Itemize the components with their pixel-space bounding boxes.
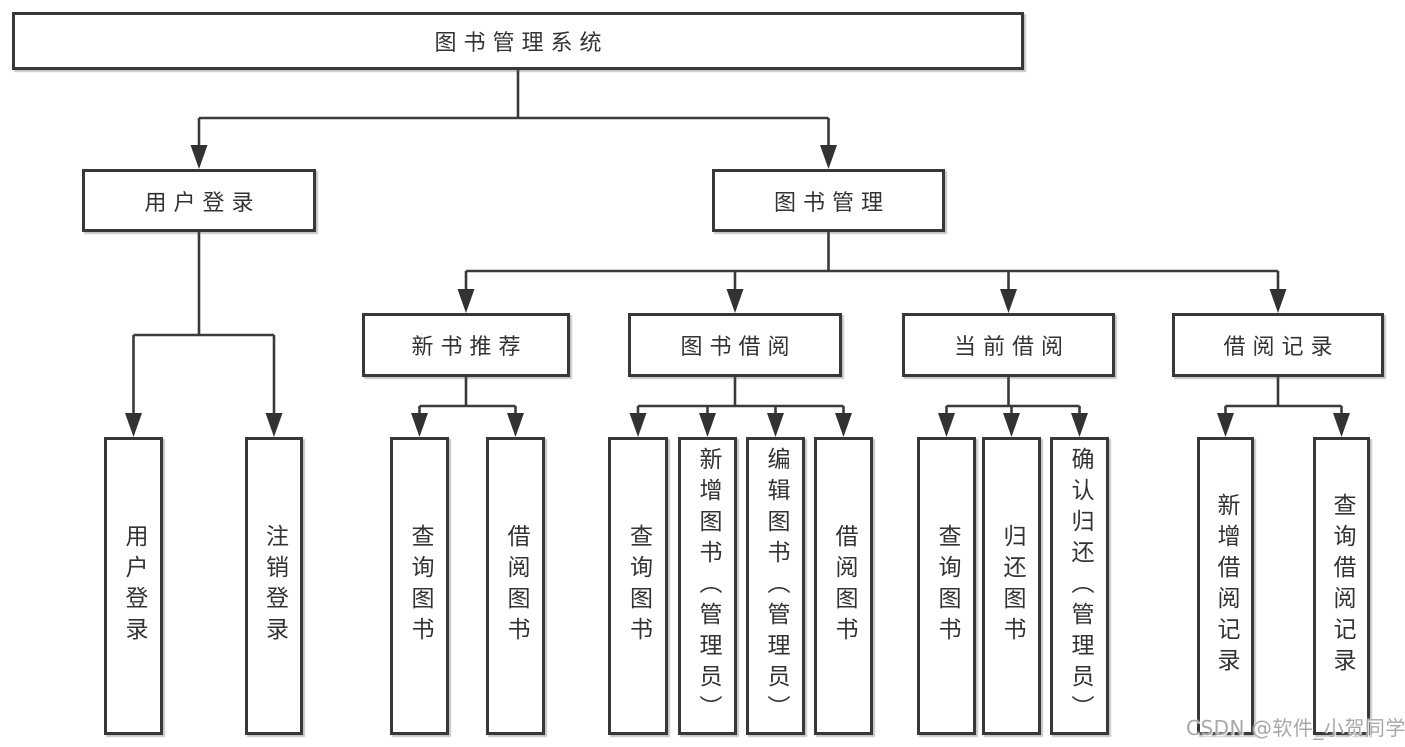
leaf-add-book-admin: 新增图书（管理员） (678, 437, 737, 735)
leaf-edit-book-admin: 编辑图书（管理员） (746, 437, 805, 735)
leaf-borrow-books-borrowing: 借阅图书 (814, 437, 873, 735)
leaf-borrow-books-recommend: 借阅图书 (486, 437, 545, 735)
leaf-confirm-return-admin: 确认归还（管理员） (1050, 437, 1109, 735)
csdn-watermark: CSDN @软件_小贺同学 (1186, 716, 1405, 740)
leaf-add-borrow-record: 新增借阅记录 (1197, 437, 1254, 735)
arrow-down-icon (1071, 413, 1088, 437)
leaf-return-books: 归还图书 (982, 437, 1041, 735)
arrow-down-icon (1000, 289, 1017, 313)
node-user-login: 用户登录 (82, 169, 316, 232)
leaf-user-login: 用户登录 (104, 437, 163, 735)
node-book-management: 图书管理 (712, 169, 945, 232)
node-book-borrowing: 图书借阅 (628, 313, 842, 377)
arrowheads (125, 145, 1350, 437)
arrow-down-icon (457, 289, 475, 313)
arrow-down-icon (1217, 413, 1234, 437)
arrow-down-icon (938, 413, 955, 437)
arrow-down-icon (190, 145, 208, 169)
arrow-down-icon (835, 413, 852, 437)
arrow-down-icon (726, 289, 744, 313)
leaf-query-borrow-record: 查询借阅记录 (1313, 437, 1370, 735)
leaf-logout: 注销登录 (245, 437, 303, 735)
arrow-down-icon (1003, 413, 1020, 437)
node-current-borrowing: 当前借阅 (902, 313, 1115, 377)
arrow-down-icon (820, 145, 837, 169)
leaf-query-books-borrowing: 查询图书 (608, 437, 668, 735)
arrow-down-icon (265, 413, 283, 437)
arrow-down-icon (1333, 413, 1350, 437)
arrow-down-icon (767, 413, 784, 437)
node-borrowing-records: 借阅记录 (1172, 313, 1384, 377)
node-new-book-recommendation: 新书推荐 (362, 313, 570, 377)
arrow-down-icon (1269, 289, 1287, 313)
leaf-query-books-recommend: 查询图书 (390, 437, 449, 735)
arrow-down-icon (629, 413, 647, 437)
arrow-down-icon (125, 413, 142, 437)
arrow-down-icon (411, 413, 428, 437)
node-library-management-system: 图书管理系统 (12, 12, 1024, 70)
arrow-down-icon (699, 413, 716, 437)
leaf-query-books-current: 查询图书 (917, 437, 976, 735)
arrow-down-icon (507, 413, 524, 437)
